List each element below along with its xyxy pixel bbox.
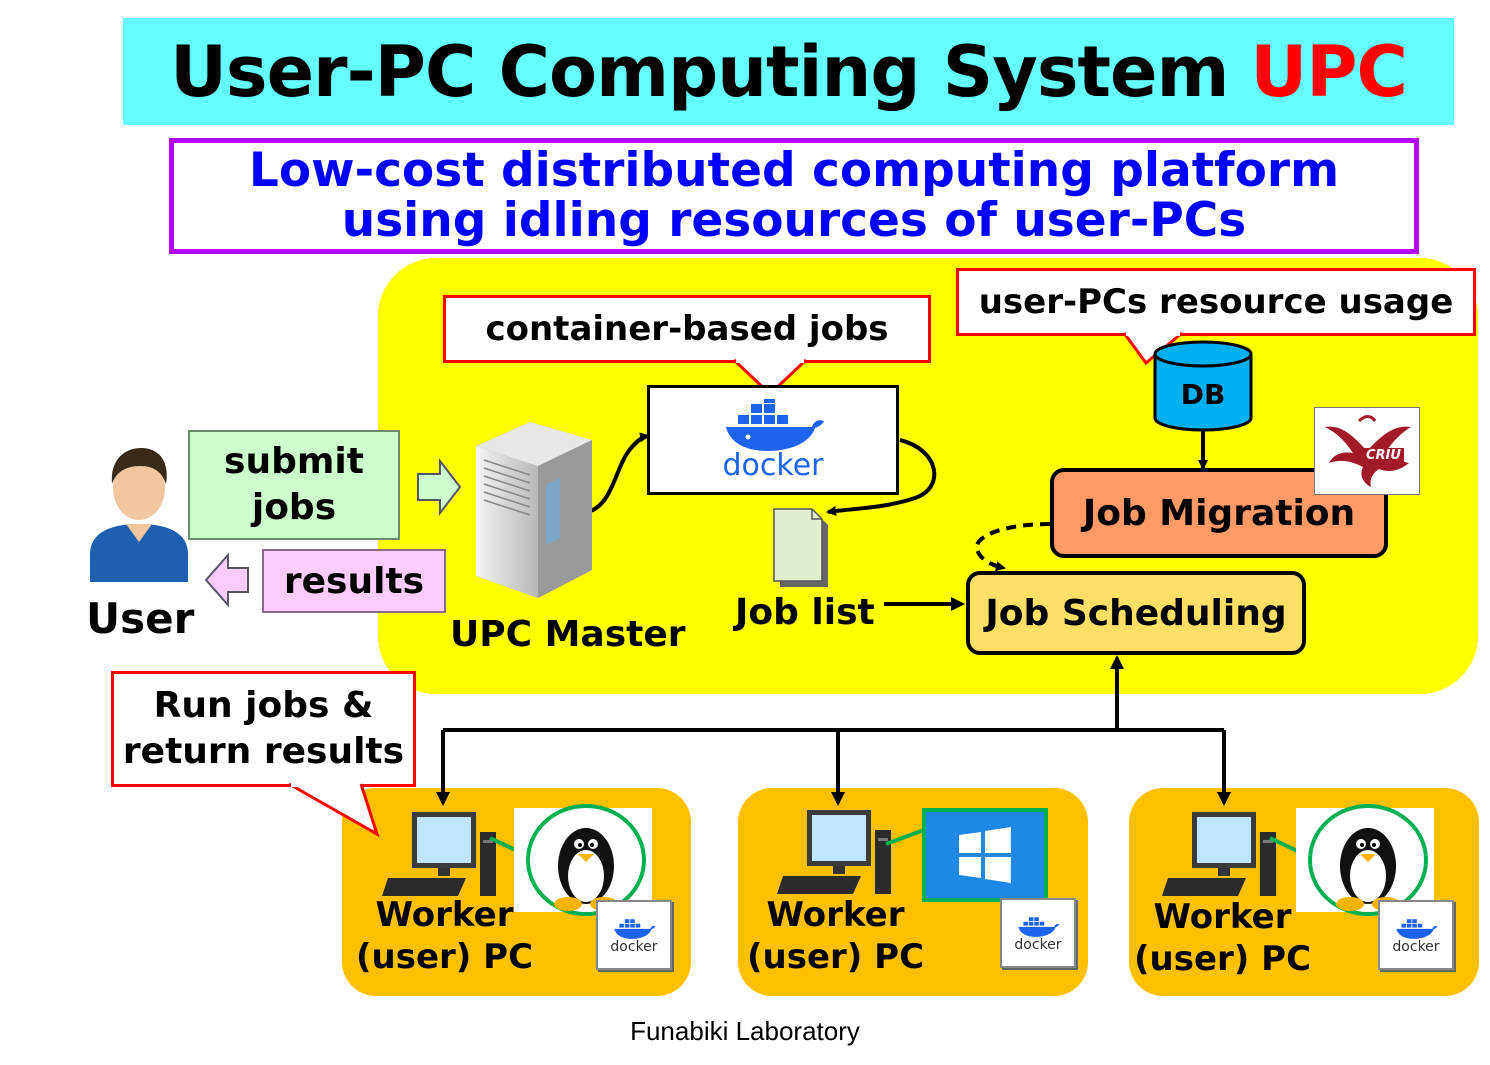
results-text: results <box>283 560 425 602</box>
callout-run-jobs: Run jobs & return results <box>111 671 416 787</box>
subtitle-box: Low-cost distributed computing platform … <box>169 138 1419 254</box>
job-migration-label: Job Migration <box>1082 492 1356 534</box>
subtitle-line2: using idling resources of user-PCs <box>341 193 1247 248</box>
upc-master-label: UPC Master <box>450 614 686 655</box>
master-to-docker-arrow <box>587 432 650 514</box>
db-label: DB <box>1180 378 1226 411</box>
criu-logo: CRIU <box>1314 407 1420 495</box>
title-main: User-PC Computing System <box>170 30 1229 113</box>
migration-to-scheduling-dashed <box>974 522 1051 572</box>
worker-3-docker-text: docker <box>1392 939 1440 955</box>
worker-1-line1: Worker <box>375 895 514 935</box>
worker-label-2: Worker (user) PC <box>743 894 928 978</box>
job-list-label: Job list <box>735 592 875 633</box>
submit-jobs-box: submit jobs <box>188 430 400 540</box>
job-scheduling-label: Job Scheduling <box>985 592 1287 634</box>
worker-1-docker-tile: docker <box>596 900 672 970</box>
worker-2-docker-text: docker <box>1014 937 1062 953</box>
results-box: results <box>262 549 446 613</box>
callout-run-jobs-tail <box>288 782 380 838</box>
callout-container-jobs: container-based jobs <box>443 295 931 363</box>
footer-credit: Funabiki Laboratory <box>630 1016 860 1046</box>
worker-pc-icon <box>1162 812 1276 896</box>
worker-3-line2: (user) PC <box>1133 939 1312 979</box>
job-scheduling-box: Job Scheduling <box>966 571 1306 655</box>
user-avatar-icon <box>90 448 188 582</box>
callout-run-jobs-line2: return results <box>122 731 405 772</box>
callout-container-jobs-text: container-based jobs <box>485 309 889 349</box>
callout-run-jobs-line1: Run jobs & <box>153 685 374 726</box>
criu-logo-text: CRIU <box>1363 448 1404 463</box>
worker-pc-icon <box>382 812 496 896</box>
worker-1-docker-text: docker <box>610 939 658 955</box>
document-icon <box>773 508 828 587</box>
worker-label-3: Worker (user) PC <box>1130 896 1315 980</box>
title-accent: UPC <box>1250 30 1408 113</box>
worker-1-line2: (user) PC <box>355 937 534 977</box>
callout-resource-usage-text: user-PCs resource usage <box>978 282 1454 322</box>
callout-resource-usage-tail <box>1122 331 1183 366</box>
user-label: User <box>86 594 195 643</box>
docker-whale-icon <box>1018 917 1060 937</box>
worker-2-docker-tile: docker <box>1000 898 1076 968</box>
windows-panes-icon <box>959 827 1011 883</box>
subtitle-line1: Low-cost distributed computing platform <box>248 143 1340 198</box>
worker-pc-icon <box>777 810 891 894</box>
submit-block-arrow <box>417 458 462 516</box>
results-block-arrow <box>204 552 249 608</box>
windows-logo-icon <box>922 808 1048 902</box>
docker-frame: docker <box>647 385 899 495</box>
docker-to-joblist-arrow <box>826 438 937 516</box>
docker-whale-icon <box>726 399 824 451</box>
docker-whale-icon <box>614 919 656 939</box>
title-bar: User-PC Computing System UPC <box>123 18 1454 125</box>
worker-2-line1: Worker <box>766 895 905 935</box>
server-icon <box>476 422 592 598</box>
linux-tux-icon <box>526 804 646 916</box>
submit-jobs-line2: jobs <box>251 487 337 528</box>
database-icon <box>1153 340 1253 432</box>
submit-jobs-line1: submit <box>224 441 364 482</box>
worker-2-line2: (user) PC <box>746 937 925 977</box>
callout-resource-usage: user-PCs resource usage <box>956 268 1476 336</box>
docker-wordmark: docker <box>722 448 824 483</box>
docker-whale-icon <box>1396 919 1438 939</box>
worker-3-docker-tile: docker <box>1378 900 1454 970</box>
worker-3-line1: Worker <box>1153 897 1292 937</box>
worker-label-1: Worker (user) PC <box>352 894 537 978</box>
